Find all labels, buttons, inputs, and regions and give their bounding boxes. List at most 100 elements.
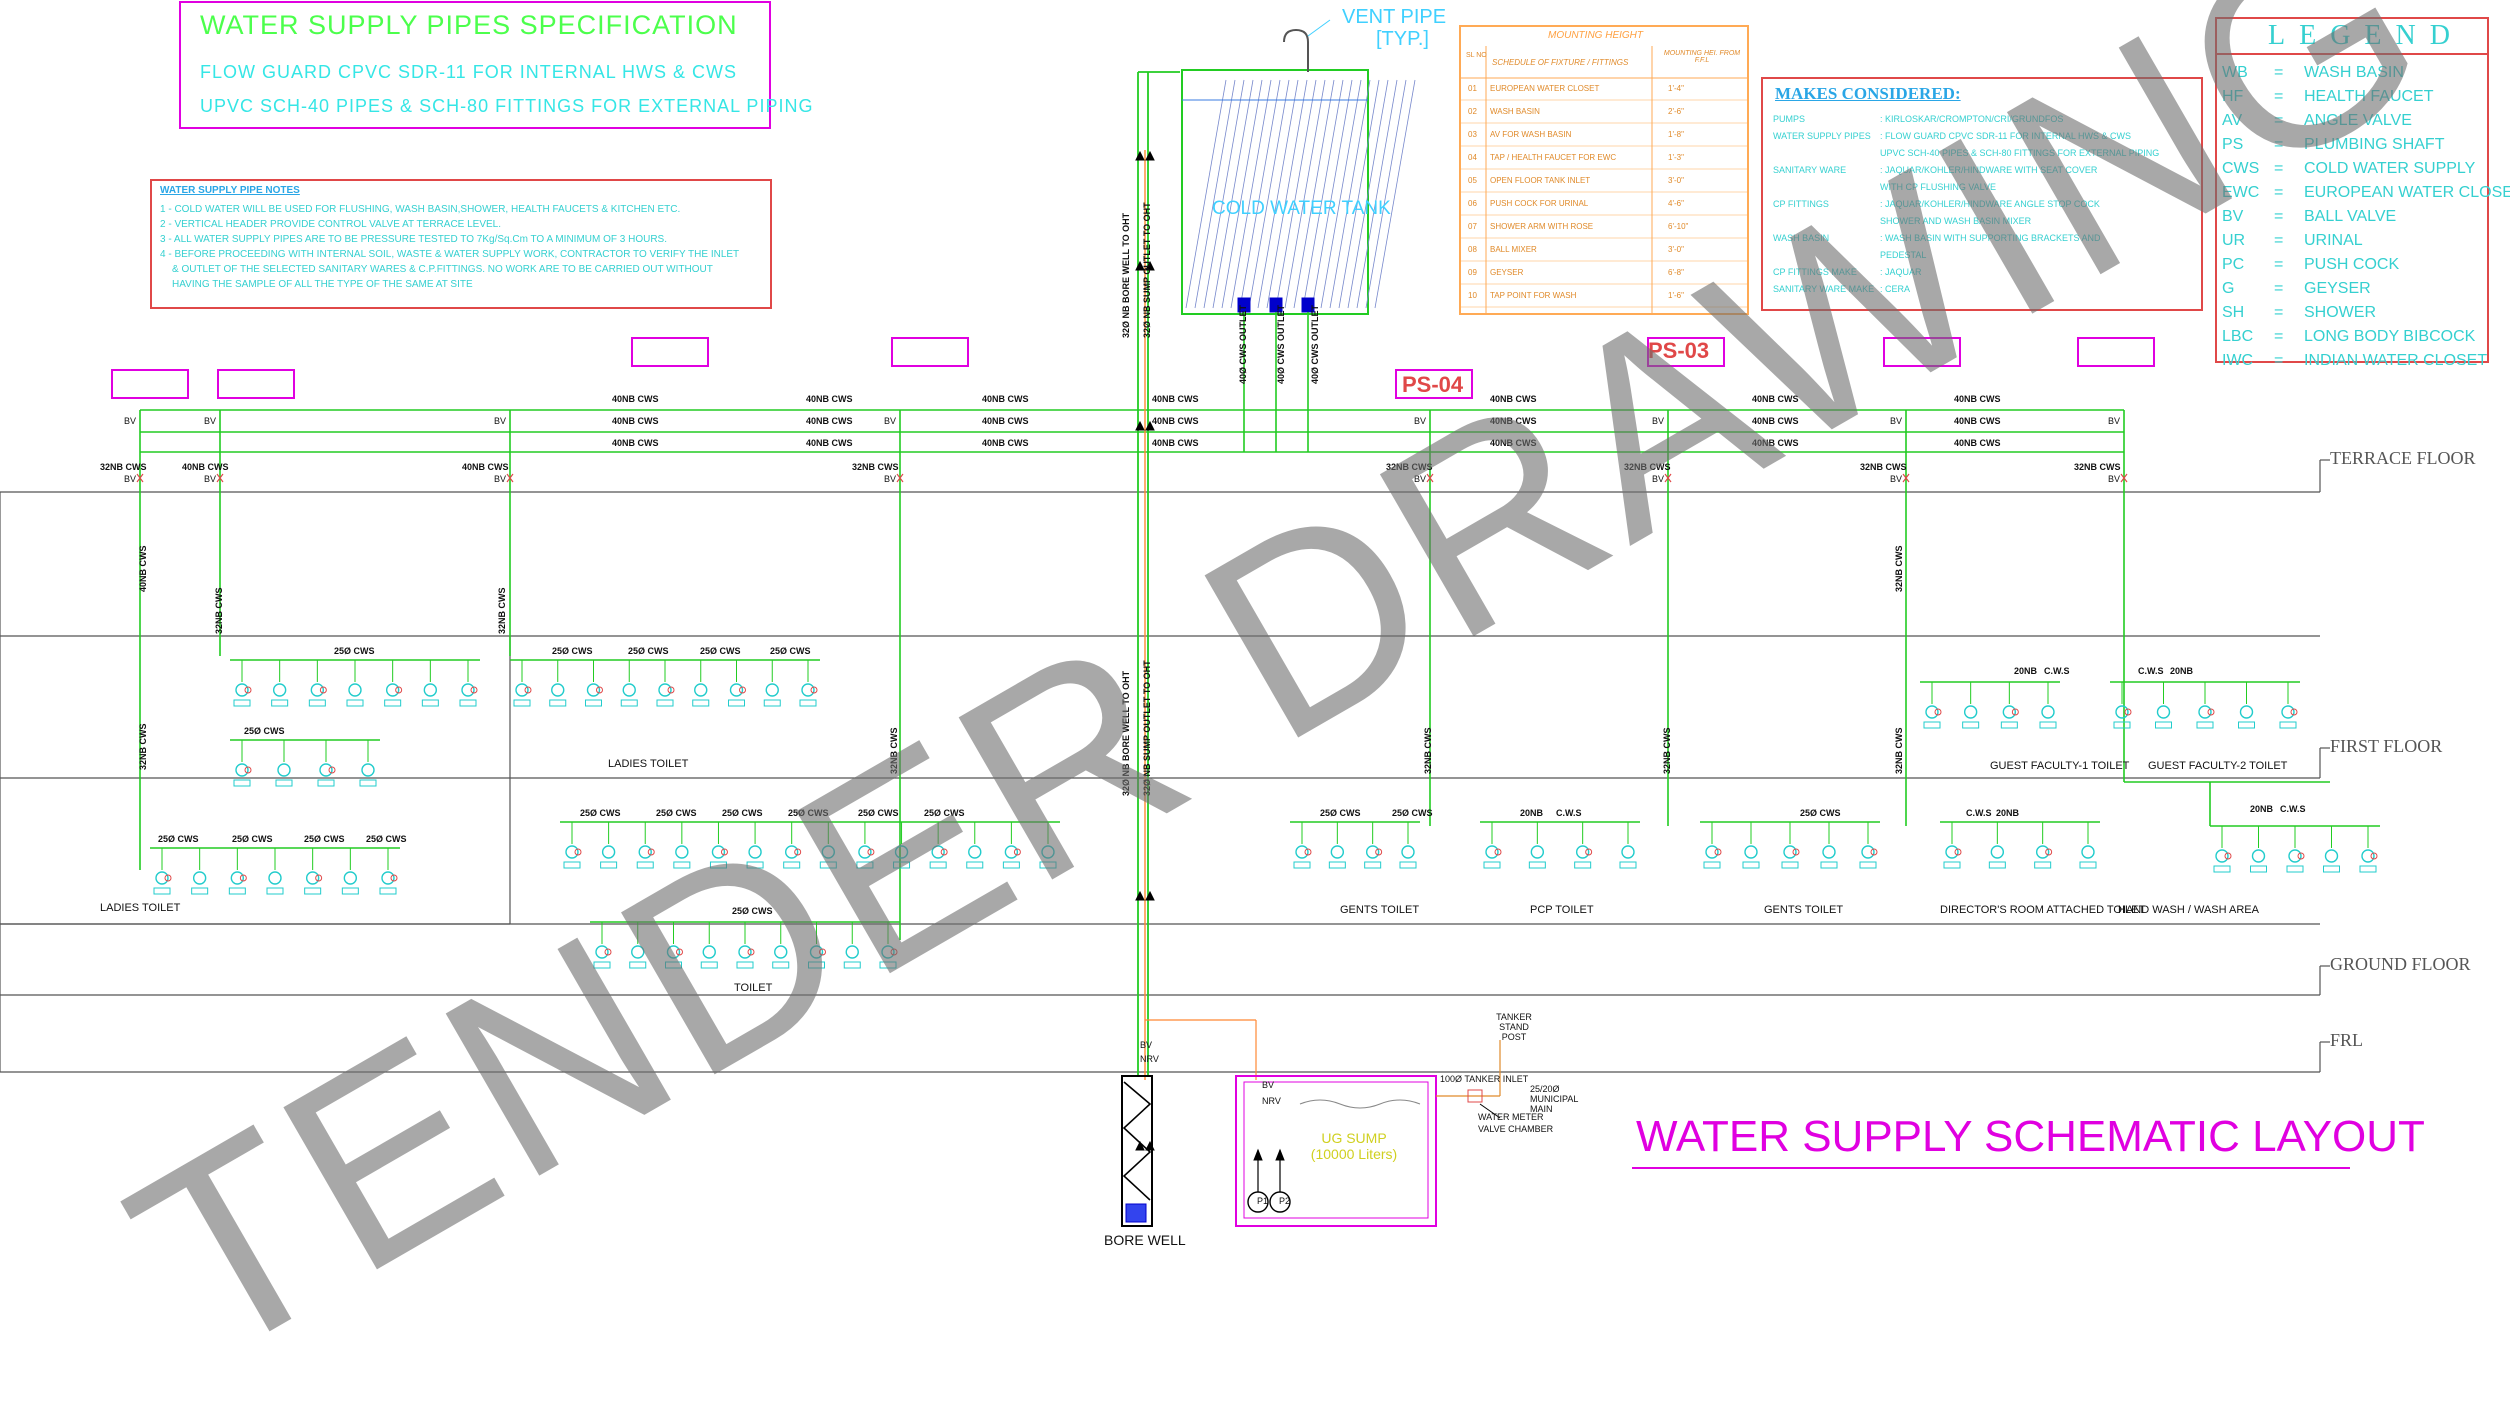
makes-item-value: : CERA bbox=[1880, 284, 1911, 294]
tank-hatch bbox=[1266, 79, 1308, 309]
room-label: GENTS TOILET bbox=[1764, 904, 1844, 916]
bv-valve-icon: BV bbox=[124, 474, 136, 484]
mh-height: 1'-3" bbox=[1668, 153, 1684, 162]
branch-label: 25Ø CWS bbox=[232, 834, 273, 844]
fixture-icon bbox=[1945, 845, 1959, 859]
fixture-icon bbox=[2288, 849, 2302, 863]
fixture-icon bbox=[879, 961, 897, 969]
fixture-icon bbox=[2079, 861, 2097, 869]
fixture-icon bbox=[1039, 861, 1057, 869]
fixture-icon bbox=[272, 683, 287, 697]
fixture-icon bbox=[1988, 861, 2006, 869]
riser-label: 32NB CWS bbox=[889, 727, 899, 774]
fixture-icon bbox=[631, 945, 645, 959]
spec-line-1: FLOW GUARD CPVC SDR-11 FOR INTERNAL HWS … bbox=[200, 62, 738, 82]
bore-well-casing bbox=[1121, 1075, 1153, 1227]
fixture-icon bbox=[585, 699, 602, 707]
valve-icon bbox=[239, 874, 247, 882]
fixture-icon bbox=[1705, 845, 1719, 859]
branch-label: 25Ø CWS bbox=[158, 834, 199, 844]
municipal-main-label: 25/20Ø MUNICIPAL MAIN bbox=[1530, 1084, 1579, 1114]
branch-label: 20NB bbox=[2170, 666, 2194, 676]
tank-hatch bbox=[1248, 79, 1290, 309]
mh-height: 1'-8" bbox=[1668, 130, 1684, 139]
legend-abbr: BV bbox=[2222, 208, 2244, 225]
valve-icon bbox=[524, 686, 532, 694]
valve-icon bbox=[596, 686, 603, 694]
fixture-icon bbox=[821, 845, 836, 859]
header-pipe-label: 40NB CWS bbox=[612, 416, 659, 426]
fixture-icon bbox=[343, 871, 358, 885]
branch-label: 25Ø CWS bbox=[304, 834, 345, 844]
makes-item-name: SANITARY WARE MAKE bbox=[1773, 284, 1875, 294]
valve-icon bbox=[890, 948, 898, 956]
fixture-icon bbox=[192, 871, 207, 885]
mh-fixture: SHOWER ARM WITH ROSE bbox=[1490, 222, 1594, 231]
fixture-icon bbox=[665, 961, 682, 969]
tanker-stand-post-label: TANKER STAND POST bbox=[1496, 1012, 1532, 1042]
legend-item: WB=WASH BASIN bbox=[2222, 64, 2404, 82]
mh-fixture: EUROPEAN WATER CLOSET bbox=[1490, 84, 1600, 93]
tank-hatch bbox=[1203, 79, 1245, 309]
fixture-icon bbox=[2238, 721, 2255, 729]
vent-line-2: [TYP.] bbox=[1376, 28, 1429, 50]
fixture-icon bbox=[2361, 849, 2375, 863]
tag-box bbox=[891, 337, 969, 367]
valve-icon bbox=[328, 766, 336, 774]
fixture-icon bbox=[1781, 861, 1799, 869]
fixture-icon bbox=[929, 861, 947, 869]
fixture-icon bbox=[2251, 849, 2266, 863]
fixture-icon bbox=[658, 683, 672, 697]
water-wave bbox=[1299, 1099, 1421, 1109]
header-pipe-label: 40NB CWS bbox=[1490, 416, 1537, 426]
header-pipe-label: 40NB CWS bbox=[612, 438, 659, 448]
vent-leader bbox=[1307, 19, 1331, 37]
arrow-icon bbox=[1275, 1148, 1285, 1161]
valve-icon bbox=[747, 948, 755, 956]
fixture-icon bbox=[2155, 721, 2172, 729]
header-pipe-label: 40NB CWS bbox=[1752, 416, 1799, 426]
fixture-icon bbox=[549, 699, 567, 707]
fixture-icon bbox=[1328, 861, 1346, 869]
mh-sl-no: 06 bbox=[1468, 199, 1477, 208]
fixture-icon bbox=[1293, 861, 1311, 869]
legend-eq: = bbox=[2274, 208, 2284, 225]
fixture-icon bbox=[845, 945, 859, 959]
bv-valve-icon: BV bbox=[494, 474, 506, 484]
branch-label: C.W.S bbox=[1556, 808, 1582, 818]
legend-item: HF=HEALTH FAUCET bbox=[2222, 88, 2434, 106]
fixture-icon bbox=[809, 945, 824, 959]
room-label: HAND WASH / WASH AREA bbox=[2118, 904, 2259, 916]
valve-label: BV bbox=[1140, 1040, 1153, 1050]
fixture-icon bbox=[1575, 845, 1590, 859]
fixture-icon bbox=[808, 961, 825, 969]
fixture-icon bbox=[2034, 861, 2052, 869]
bv-valve-icon: BV bbox=[204, 416, 216, 426]
fixture-icon bbox=[341, 887, 359, 895]
legend-desc: EUROPEAN WATER CLOSET bbox=[2304, 184, 2510, 201]
branch-label: 25Ø CWS bbox=[656, 808, 697, 818]
arrow-icon bbox=[1135, 260, 1145, 271]
branch-label: 25Ø CWS bbox=[244, 726, 285, 736]
mh-col-height: MOUNTING HEI. FROM F.F.L bbox=[1663, 50, 1741, 64]
legend-item: AV=ANGLE VALVE bbox=[2222, 112, 2412, 130]
header-pipe-label: 40NB CWS bbox=[806, 416, 853, 426]
fixture-icon bbox=[1963, 705, 1978, 719]
vent-pipe-label: VENT PIPE [TYP.] bbox=[1342, 6, 1446, 50]
legend-abbr: LBC bbox=[2222, 328, 2254, 345]
arrow-icon bbox=[1145, 260, 1155, 271]
makes-item-value: : JAQUAR bbox=[1880, 267, 1922, 277]
tank-hatch bbox=[1374, 79, 1416, 309]
riser-label: 32Ø NB SUMP OUTLET TO OHT bbox=[1142, 660, 1152, 796]
layout-title: WATER SUPPLY SCHEMATIC LAYOUT bbox=[1636, 1112, 2425, 1161]
header-pipe-label: 40NB CWS bbox=[1954, 438, 2001, 448]
fixture-icon bbox=[1399, 861, 1417, 869]
mh-fixture: WASH BASIN bbox=[1490, 107, 1540, 116]
fixture-icon bbox=[772, 961, 790, 969]
legend-item: IWC=INDIAN WATER CLOSET bbox=[2222, 352, 2487, 370]
fixture-icon bbox=[729, 683, 744, 697]
tag-box bbox=[1647, 337, 1725, 367]
makes-item-name: PUMPS bbox=[1773, 114, 1806, 124]
water-meter-label: WATER METER bbox=[1478, 1112, 1544, 1122]
branch-label: 25Ø CWS bbox=[788, 808, 829, 818]
